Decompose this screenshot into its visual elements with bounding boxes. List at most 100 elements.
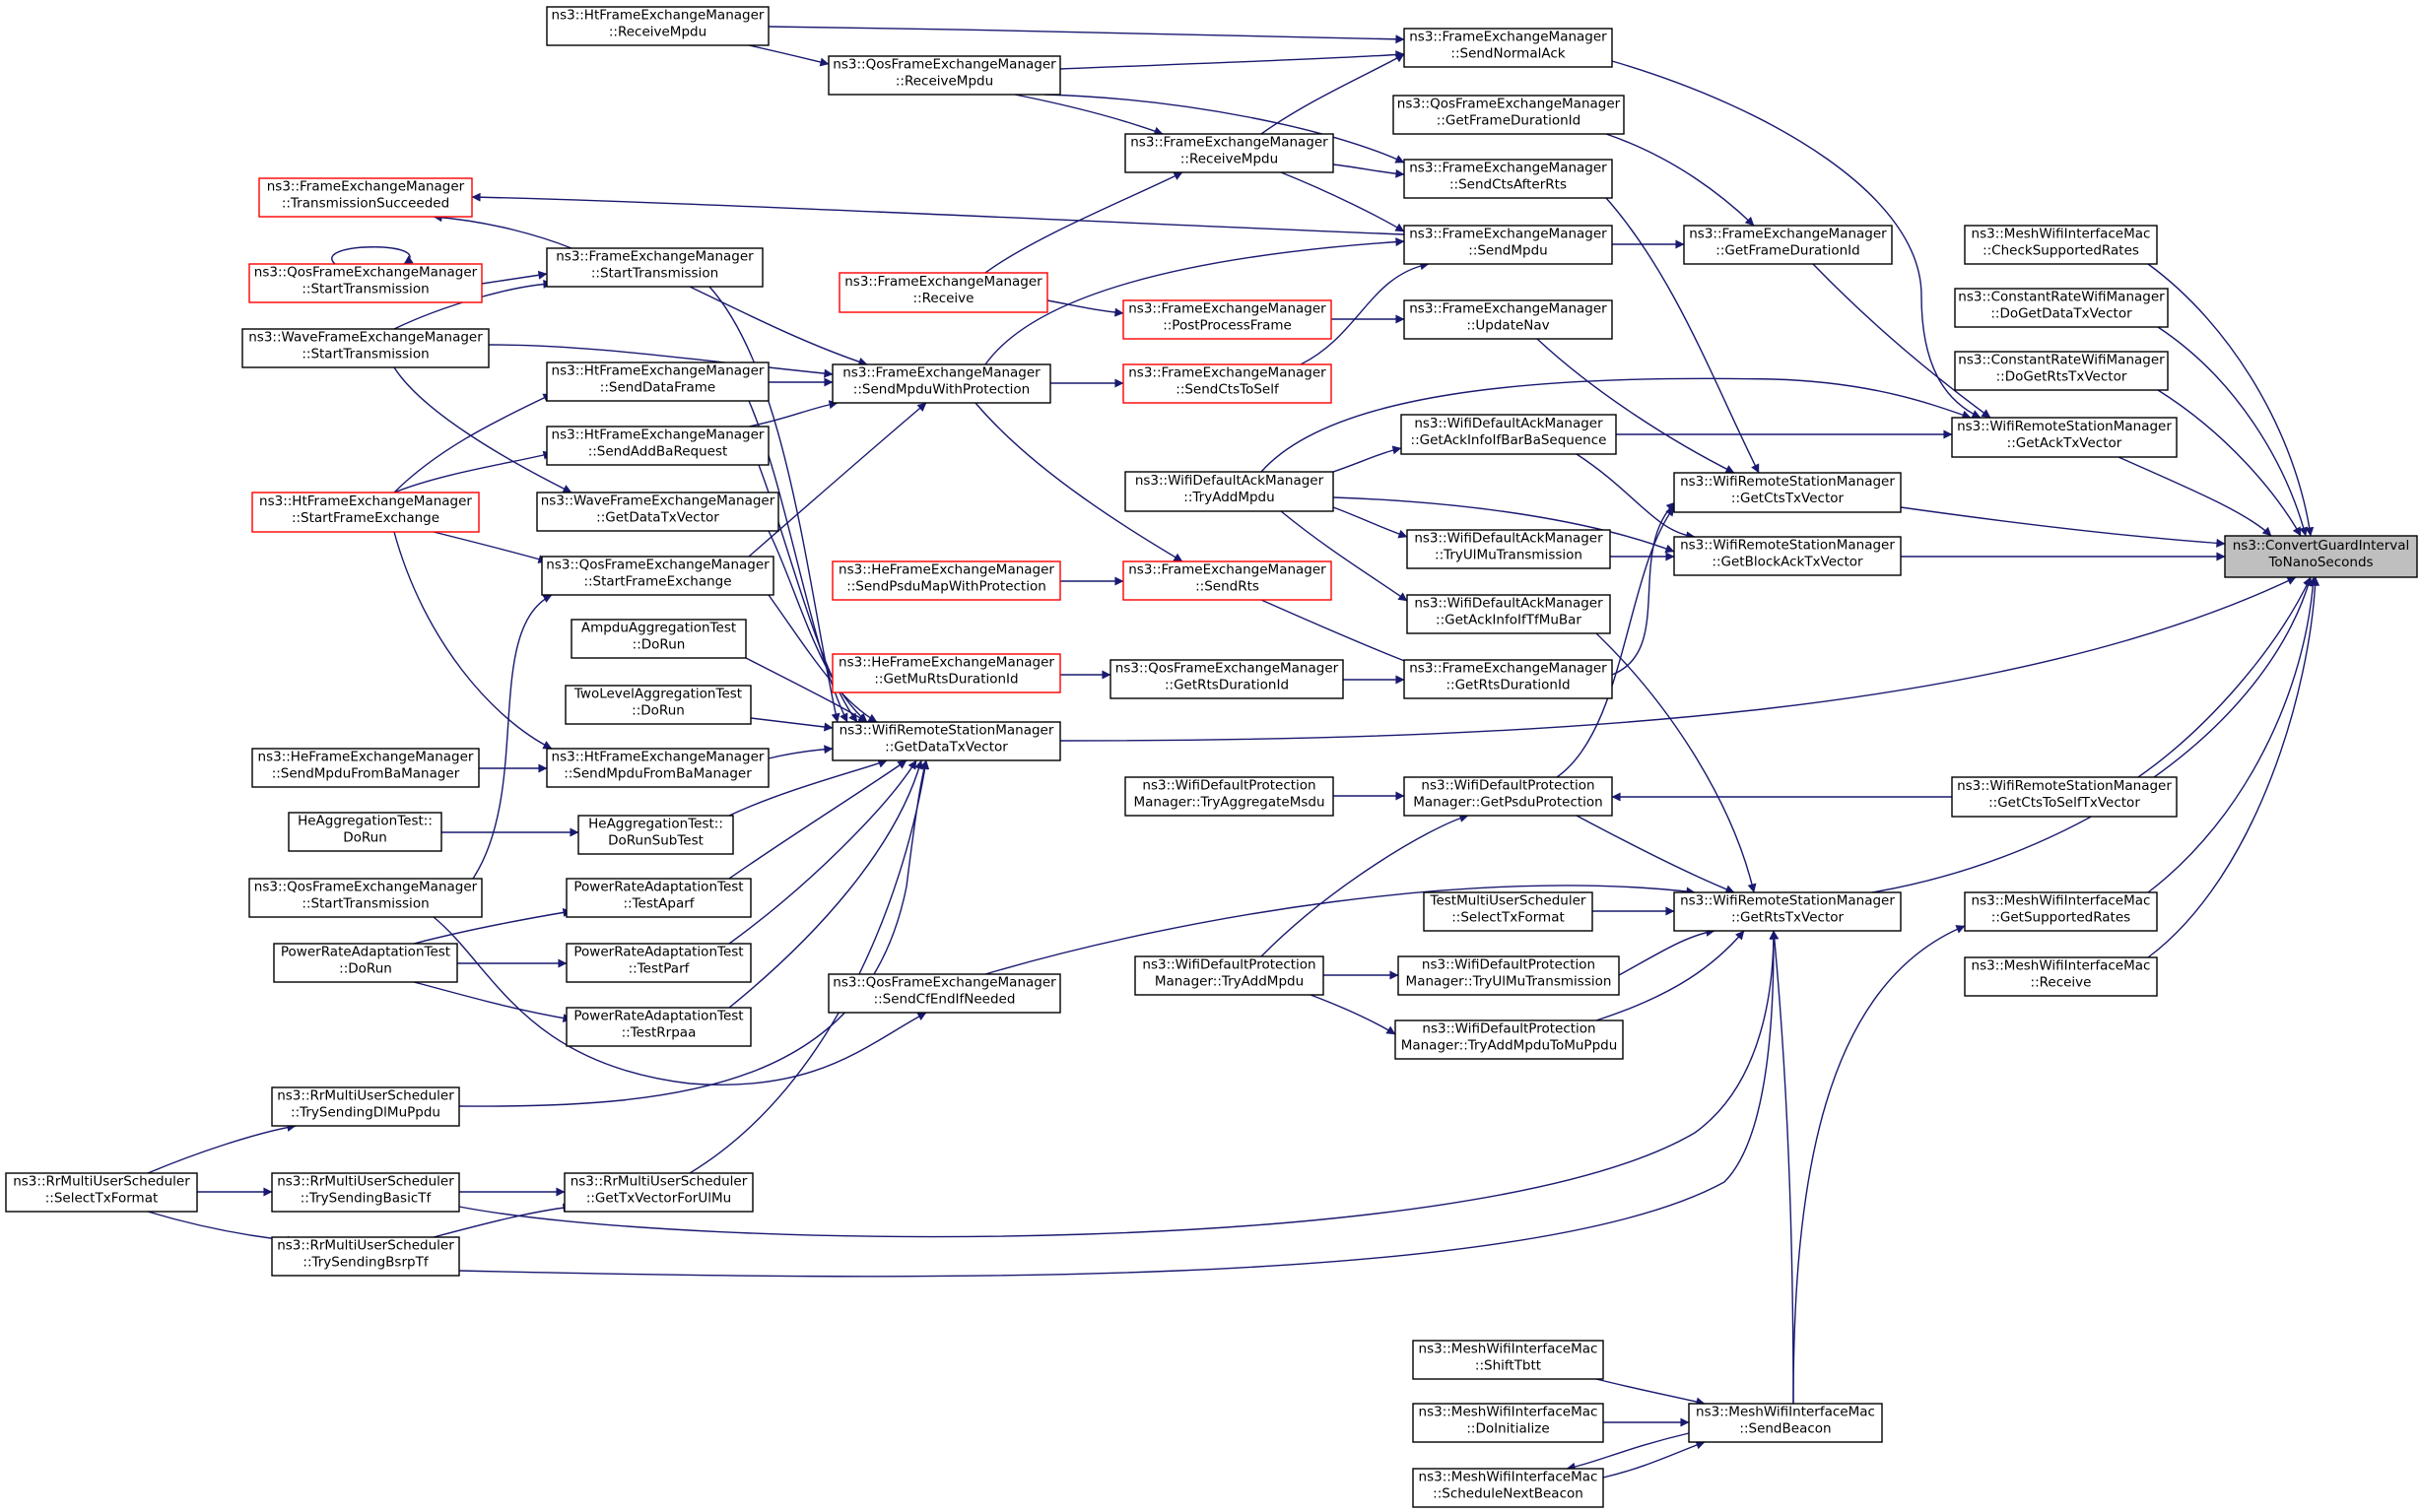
- node-label-line: ::SendPsduMapWithProtection: [846, 579, 1046, 595]
- edge-fem_getfdi-to-wrsm_ack: [1812, 263, 1991, 419]
- node-wdpm-tryaddmpdu[interactable]: ns3::WifiDefaultProtectionManager::TryAd…: [1134, 955, 1324, 996]
- node-label-line: ::SendMpdu: [1468, 243, 1547, 259]
- node-mwim-doinit[interactable]: ns3::MeshWifiInterfaceMac::DoInitialize: [1412, 1403, 1604, 1443]
- node-qfem-sendcfend[interactable]: ns3::QosFrameExchangeManager::SendCfEndI…: [828, 973, 1061, 1014]
- node-wrsm-ack[interactable]: ns3::WifiRemoteStationManager::GetAckTxV…: [1951, 417, 2178, 458]
- node-rrmus-gettxul[interactable]: ns3::RrMultiUserScheduler::GetTxVectorFo…: [564, 1172, 754, 1213]
- edge-prat_aparf-to-wrsm_data: [728, 759, 908, 880]
- node-rrmus-trybasic[interactable]: ns3::RrMultiUserScheduler::TrySendingBas…: [271, 1172, 460, 1213]
- node-label-line: ::TrySendingBasicTf: [301, 1191, 433, 1207]
- node-label-line: ns3::FrameExchangeManager: [1409, 661, 1607, 677]
- node-fem-postprocess[interactable]: ns3::FrameExchangeManager::PostProcessFr…: [1122, 299, 1332, 340]
- node-qfem-receivempdu[interactable]: ns3::QosFrameExchangeManager::ReceiveMpd…: [828, 55, 1061, 96]
- node-label-line: ns3::MeshWifiInterfaceMac: [1972, 227, 2151, 242]
- node-box: [1134, 955, 1324, 996]
- node-wdpm-tryulmu[interactable]: ns3::WifiDefaultProtectionManager::TryUl…: [1397, 955, 1620, 996]
- node-wrsm-back[interactable]: ns3::WifiRemoteStationManager::GetBlockA…: [1673, 536, 1902, 576]
- node-qfem-startfe[interactable]: ns3::QosFrameExchangeManager::StartFrame…: [541, 556, 774, 596]
- node-fem-getfdi[interactable]: ns3::FrameExchangeManager::GetFrameDurat…: [1683, 225, 1893, 265]
- node-heagg-dorunsub[interactable]: HeAggregationTest::DoRunSubTest: [577, 815, 734, 855]
- node-hefem-sendpsdu[interactable]: ns3::HeFrameExchangeManager::SendPsduMap…: [832, 560, 1061, 601]
- node-fem-updatenav[interactable]: ns3::FrameExchangeManager::UpdateNav: [1403, 299, 1613, 340]
- node-wdpm-trymsdu[interactable]: ns3::WifiDefaultProtectionManager::TryAg…: [1124, 776, 1334, 817]
- node-box: [1406, 529, 1611, 569]
- node-wfem-getdata[interactable]: ns3::WaveFrameExchangeManager::GetDataTx…: [536, 492, 779, 532]
- node-wfem-starttx[interactable]: ns3::WaveFrameExchangeManager::StartTran…: [241, 328, 490, 368]
- node-wrsm-ctsself[interactable]: ns3::WifiRemoteStationManager::GetCtsToS…: [1951, 776, 2178, 818]
- node-box: [1406, 594, 1611, 634]
- node-mwim-sendbeacon[interactable]: ns3::MeshWifiInterfaceMac::SendBeacon: [1688, 1403, 1883, 1443]
- node-htfem-senddata[interactable]: ns3::HtFrameExchangeManager::SendDataFra…: [546, 362, 770, 402]
- node-mwim-receive[interactable]: ns3::MeshWifiInterfaceMac::Receive: [1964, 956, 2158, 997]
- node-fem-receivempdu[interactable]: ns3::FrameExchangeManager::ReceiveMpdu: [1124, 133, 1334, 173]
- node-box: [273, 943, 458, 983]
- edge-qfem_startfe-to-wrsm_data: [768, 594, 878, 723]
- node-fem-starttx[interactable]: ns3::FrameExchangeManager::StartTransmis…: [546, 247, 764, 288]
- call-edges: [147, 26, 2320, 1479]
- node-crwm-rts[interactable]: ns3::ConstantRateWifiManager::DoGetRtsTx…: [1954, 351, 2169, 391]
- node-fem-sendnormalack[interactable]: ns3::FrameExchangeManager::SendNormalAck: [1403, 28, 1613, 68]
- node-wdam-gettfmubar[interactable]: ns3::WifiDefaultAckManager::GetAckInfoIf…: [1406, 594, 1611, 634]
- node-box: [577, 815, 734, 855]
- node-box: [1122, 299, 1332, 340]
- edge-prat_rrpaa-to-wrsm_data: [728, 759, 923, 1009]
- node-htfem-sendmpdubam[interactable]: ns3::HtFrameExchangeManager::SendMpduFro…: [546, 748, 770, 788]
- node-label-line: ::SendMpduWithProtection: [853, 382, 1030, 398]
- node-wrsm-cts[interactable]: ns3::WifiRemoteStationManager::GetCtsTxV…: [1673, 472, 1902, 513]
- node-wrsm-data[interactable]: ns3::WifiRemoteStationManager::GetDataTx…: [832, 721, 1061, 761]
- node-mwim-check[interactable]: ns3::MeshWifiInterfaceMac::CheckSupporte…: [1964, 225, 2158, 265]
- edge-wdpm_tryulmu-to-wrsm_rts: [1618, 927, 1715, 976]
- node-crwm-data[interactable]: ns3::ConstantRateWifiManager::DoGetDataT…: [1954, 288, 2169, 328]
- node-fem-sendctstoself[interactable]: ns3::FrameExchangeManager::SendCtsToSelf: [1122, 363, 1332, 404]
- node-mwim-getsup[interactable]: ns3::MeshWifiInterfaceMac::GetSupportedR…: [1964, 891, 2158, 932]
- node-label-line: ns3::FrameExchangeManager: [1409, 30, 1607, 45]
- node-mwim-shift[interactable]: ns3::MeshWifiInterfaceMac::ShiftTbtt: [1412, 1340, 1604, 1380]
- node-wdpm-getpsdu[interactable]: ns3::WifiDefaultProtectionManager::GetPs…: [1403, 776, 1613, 817]
- node-fem-sendctsafterrts[interactable]: ns3::FrameExchangeManager::SendCtsAfterR…: [1403, 159, 1613, 199]
- node-label-line: ::GetMuRtsDurationId: [874, 672, 1018, 688]
- node-qfem-starttx-red[interactable]: ns3::QosFrameExchangeManager::StartTrans…: [248, 263, 483, 303]
- node-hefem-sendmpdubam[interactable]: ns3::HeFrameExchangeManager::SendMpduFro…: [251, 748, 480, 788]
- node-wdam-tryaddmpdu[interactable]: ns3::WifiDefaultAckManager::TryAddMpdu: [1124, 471, 1334, 512]
- node-box: [251, 748, 480, 788]
- node-fem-receive[interactable]: ns3::FrameExchangeManager::Receive: [839, 272, 1048, 313]
- node-wrsm-rts[interactable]: ns3::WifiRemoteStationManager::GetRtsTxV…: [1673, 891, 1902, 932]
- node-ampdu-dorun[interactable]: AmpduAggregationTest::DoRun: [571, 619, 747, 659]
- edge-mwim_receive-to-root: [2147, 576, 2320, 958]
- node-label-line: ::SendNormalAck: [1450, 46, 1565, 62]
- node-rrmus-trydl[interactable]: ns3::RrMultiUserScheduler::TrySendingDlM…: [271, 1086, 460, 1127]
- node-label-line: ::StartTransmission: [302, 896, 429, 912]
- node-htfem-sendaddba[interactable]: ns3::HtFrameExchangeManager::SendAddBaRe…: [546, 426, 770, 466]
- edge-wdam_gettfmubar-to-wrsm_rts: [1595, 632, 1757, 893]
- node-qfem-getrtsdi[interactable]: ns3::QosFrameExchangeManager::GetRtsDura…: [1109, 659, 1344, 699]
- node-twolevel-dorun[interactable]: TwoLevelAggregationTest::DoRun: [565, 685, 752, 725]
- node-rrmus-trybsrp[interactable]: ns3::RrMultiUserScheduler::TrySendingBsr…: [271, 1236, 460, 1277]
- node-prat-aparf[interactable]: PowerRateAdaptationTest::TestAparf: [566, 878, 752, 918]
- node-htfem-receivempdu[interactable]: ns3::HtFrameExchangeManager::ReceiveMpdu: [546, 6, 770, 46]
- node-htfem-startfe[interactable]: ns3::HtFrameExchangeManager::StartFrameE…: [251, 492, 480, 533]
- node-prat-rrpaa[interactable]: PowerRateAdaptationTest::TestRrpaa: [566, 1007, 752, 1047]
- node-qfem-starttx[interactable]: ns3::QosFrameExchangeManager::StartTrans…: [248, 878, 483, 918]
- edge-ampdu_dorun-to-wrsm_data: [745, 657, 868, 723]
- node-box: [828, 973, 1061, 1014]
- node-wdam-getbarba[interactable]: ns3::WifiDefaultAckManager::GetAckInfoIf…: [1400, 414, 1617, 455]
- node-box: [1394, 1019, 1624, 1060]
- node-mwim-schedule[interactable]: ns3::MeshWifiInterfaceMac::ScheduleNextB…: [1412, 1468, 1604, 1508]
- node-fem-getrtsdi[interactable]: ns3::FrameExchangeManager::GetRtsDuratio…: [1403, 659, 1613, 699]
- node-fem-sendrts[interactable]: ns3::FrameExchangeManager::SendRts: [1122, 560, 1332, 601]
- node-fem-sendmpdu[interactable]: ns3::FrameExchangeManager::SendMpdu: [1403, 225, 1613, 265]
- node-label-line: ::DoGetRtsTxVector: [1996, 369, 2127, 385]
- node-fem-transsucc[interactable]: ns3::FrameExchangeManager::TransmissionS…: [258, 177, 473, 218]
- node-qfem-getfdi[interactable]: ns3::QosFrameExchangeManager::GetFrameDu…: [1392, 95, 1625, 135]
- node-fem-sendmpduwp[interactable]: ns3::FrameExchangeManager::SendMpduWithP…: [832, 363, 1051, 404]
- node-wdam-tryulmu[interactable]: ns3::WifiDefaultAckManager::TryUlMuTrans…: [1406, 529, 1611, 569]
- node-wdpm-tryaddmu[interactable]: ns3::WifiDefaultProtectionManager::TryAd…: [1394, 1019, 1624, 1060]
- node-prat-dorun[interactable]: PowerRateAdaptationTest::DoRun: [273, 943, 458, 983]
- node-rrmus-select[interactable]: ns3::RrMultiUserScheduler::SelectTxForma…: [5, 1172, 198, 1213]
- node-label-line: ns3::HeFrameExchangeManager: [258, 750, 474, 765]
- node-tmus-select[interactable]: TestMultiUserScheduler::SelectTxFormat: [1423, 891, 1593, 932]
- node-hefem-getmurts[interactable]: ns3::HeFrameExchangeManager::GetMuRtsDur…: [832, 653, 1061, 693]
- node-heagg-dorun[interactable]: HeAggregationTest::DoRun: [288, 812, 442, 852]
- node-label-line: ::GetAckTxVector: [2007, 435, 2122, 451]
- node-prat-parf[interactable]: PowerRateAdaptationTest::TestParf: [566, 943, 752, 983]
